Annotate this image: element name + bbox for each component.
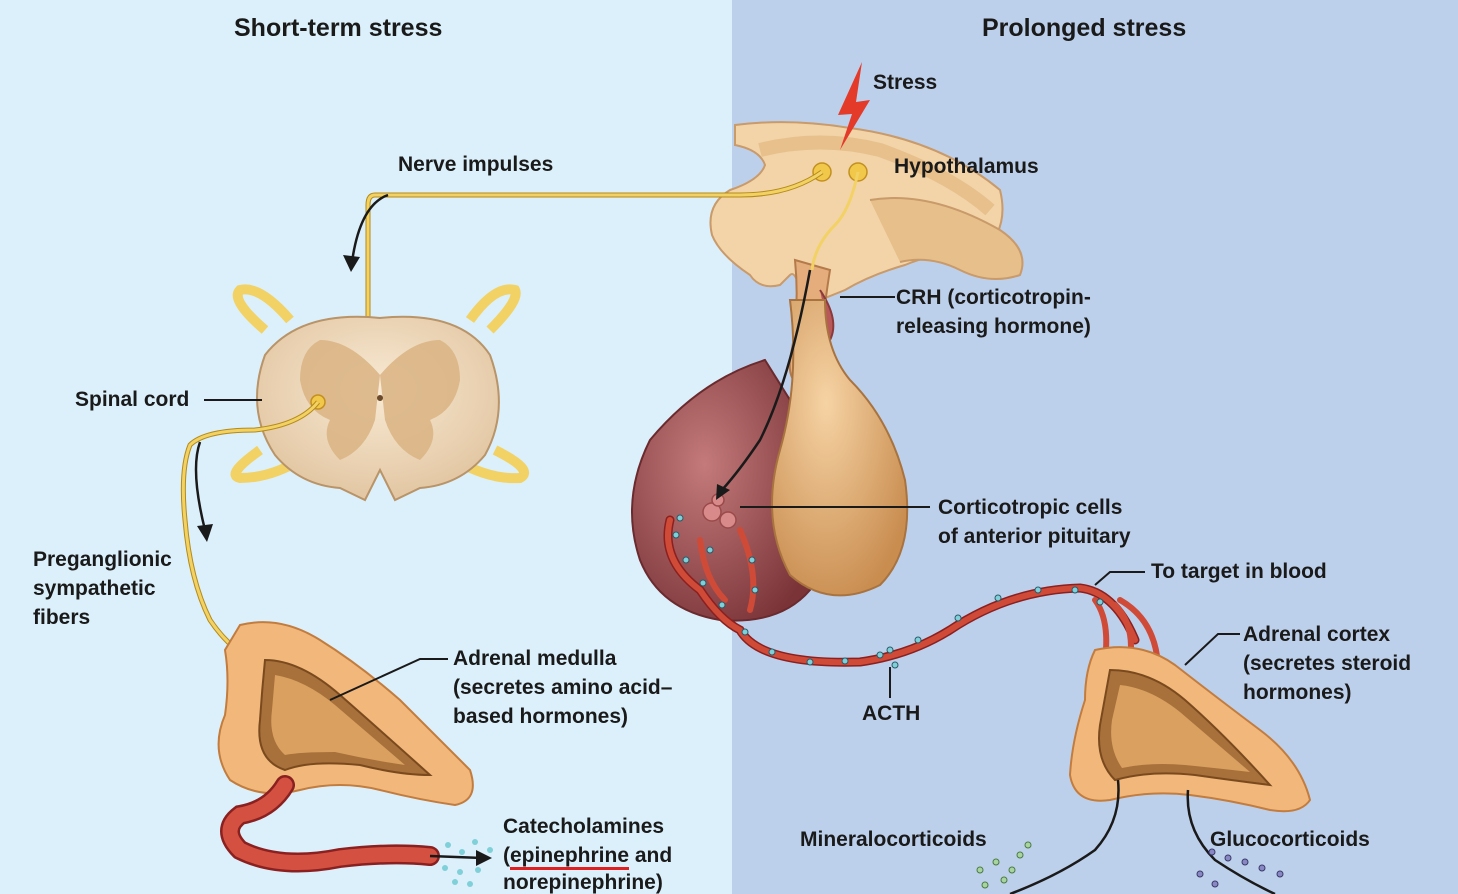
preganglionic-label-line3: fibers bbox=[33, 603, 90, 632]
crh-label-line1: CRH (corticotropin- bbox=[896, 283, 1091, 312]
adrenal-medulla-label-line1: Adrenal medulla bbox=[453, 644, 616, 673]
preganglionic-label-line1: Preganglionic bbox=[33, 545, 172, 574]
catecholamines-label-line3: norepinephrine) bbox=[503, 868, 663, 894]
glucocorticoids-label: Glucocorticoids bbox=[1210, 825, 1370, 854]
to-target-label: To target in blood bbox=[1151, 557, 1327, 586]
adrenal-cortex-label-line1: Adrenal cortex bbox=[1243, 620, 1390, 649]
prolonged-stress-title: Prolonged stress bbox=[982, 14, 1186, 43]
crh-label-line2: releasing hormone) bbox=[896, 312, 1091, 341]
and-text: and bbox=[629, 844, 672, 867]
hypothalamus-label: Hypothalamus bbox=[894, 152, 1039, 181]
corticotropic-label-line2: of anterior pituitary bbox=[938, 522, 1131, 551]
mineralocorticoids-label: Mineralocorticoids bbox=[800, 825, 987, 854]
short-term-stress-title: Short-term stress bbox=[234, 14, 442, 43]
nerve-impulses-label: Nerve impulses bbox=[398, 150, 553, 179]
adrenal-cortex-label-line2: (secretes steroid bbox=[1243, 649, 1411, 678]
adrenal-cortex-label-line3: hormones) bbox=[1243, 678, 1352, 707]
paren-open: ( bbox=[503, 844, 510, 867]
adrenal-medulla-label-line3: based hormones) bbox=[453, 702, 628, 731]
spinal-cord-label: Spinal cord bbox=[75, 385, 189, 414]
stress-label: Stress bbox=[873, 68, 937, 97]
corticotropic-label-line1: Corticotropic cells bbox=[938, 493, 1122, 522]
preganglionic-label-line2: sympathetic bbox=[33, 574, 156, 603]
catecholamines-label-line2: (epinephrine and bbox=[503, 841, 672, 870]
catecholamines-label-line1: Catecholamines bbox=[503, 812, 664, 841]
acth-label: ACTH bbox=[862, 699, 920, 728]
epinephrine-highlight: epinephrine bbox=[510, 844, 629, 870]
adrenal-medulla-label-line2: (secretes amino acid– bbox=[453, 673, 672, 702]
